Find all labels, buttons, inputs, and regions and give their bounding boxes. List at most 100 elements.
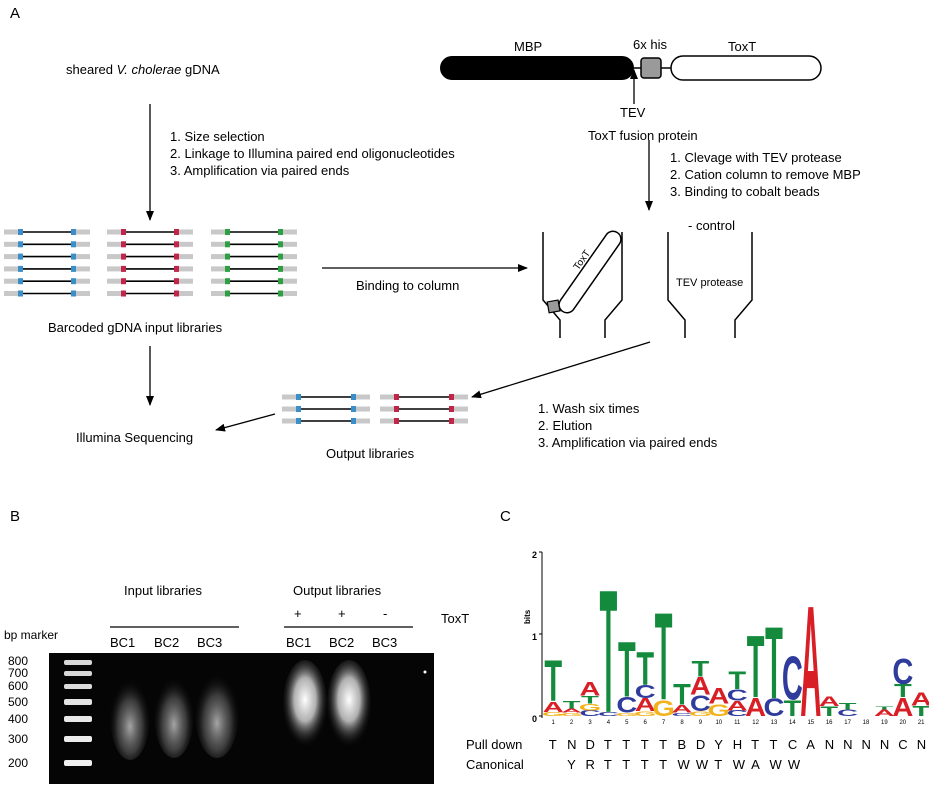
purify-steps: 1. Clevage with TEV protease 2. Cation c… — [670, 150, 861, 199]
pull-down-base: C — [898, 737, 908, 752]
his-tag — [640, 57, 662, 79]
pull-down-label: Pull down — [466, 737, 523, 752]
logo-position-label: 21 — [918, 720, 925, 726]
tev-label: TEV — [620, 105, 646, 120]
logo-letter-C: C — [837, 708, 858, 718]
lane-label-bc3-output: BC3 — [372, 635, 398, 650]
pull-down-base: N — [824, 737, 835, 752]
logo-position-label: 18 — [863, 720, 870, 726]
logo-letter-A: A — [561, 708, 582, 714]
ladder-300: 300 — [8, 732, 29, 746]
toxt-row-label: ToxT — [441, 611, 470, 626]
logo-position-label: 17 — [844, 720, 851, 726]
pull-down-base: H — [732, 737, 743, 752]
input-library-blue-fragment — [4, 290, 90, 297]
logo-letter-C: C — [892, 651, 913, 692]
logo-letter-A: A — [708, 683, 729, 709]
logo-position-label: 19 — [881, 720, 888, 726]
logo-letter-T: T — [673, 679, 691, 711]
column-control-left-wall — [667, 232, 686, 338]
smear-bc1-input — [110, 672, 150, 760]
canonical-base: T — [603, 757, 612, 772]
logo-position-label: 14 — [789, 720, 796, 726]
logo-letter-T: T — [784, 695, 802, 721]
logo-letter-C: C — [690, 690, 711, 716]
toxt-domain — [670, 55, 822, 81]
logo-letter-T: T — [692, 656, 710, 682]
smear-bc3-input — [195, 666, 239, 758]
logo-position-label: 16 — [826, 720, 833, 726]
input-library-red-fragment — [107, 265, 193, 272]
pull-down-base: N — [843, 737, 853, 752]
input-library-blue-fragment — [4, 253, 90, 260]
logo-column-14: TC 14 — [782, 644, 803, 726]
pull-down-base: A — [806, 737, 815, 752]
mbp-label: MBP — [514, 39, 543, 54]
logo-letter-A: A — [727, 698, 748, 713]
logo-letter-T: T — [876, 706, 894, 711]
logo-letter-A: A — [635, 695, 656, 715]
logo-letter-C: C — [672, 712, 693, 717]
panel-a-diagram — [4, 55, 822, 432]
output-sequencing-arrow — [215, 413, 276, 432]
input-library-green-fragment — [211, 241, 297, 248]
toxt-sign-bc2: + — [338, 606, 346, 621]
logo-letter-C: C — [580, 709, 601, 718]
logo-letter-C: C — [616, 692, 637, 718]
output-libraries-label: Output libraries — [326, 446, 415, 461]
logo-letter-T: T — [581, 693, 599, 706]
logo-letter-A: A — [892, 692, 913, 721]
toxt-sign-bc1: + — [294, 606, 302, 621]
column-control-right-wall — [734, 232, 753, 338]
logo-letter-G: G — [616, 712, 639, 717]
input-library-blue-fragment — [4, 265, 90, 272]
input-library-blue-fragment — [4, 241, 90, 248]
input-library-green-fragment — [211, 253, 297, 260]
canonical-base: T — [622, 757, 631, 772]
pull-down-base: N — [861, 737, 871, 752]
pull-down-base: N — [567, 737, 577, 752]
logo-letter-A: A — [911, 690, 929, 710]
column-his-tag — [546, 299, 561, 314]
ladder-600: 600 — [8, 679, 29, 693]
logo-letter-A: A — [690, 673, 711, 701]
logo-y-tick-0: 0 — [532, 714, 538, 724]
pull-down-base: N — [879, 737, 890, 752]
output-library-blue-fragment — [282, 406, 370, 412]
column-toxt-left-wall — [542, 232, 561, 338]
panel-a-label: A — [10, 5, 21, 22]
logo-letter-T: T — [839, 701, 857, 711]
input-libraries-header: Input libraries — [124, 583, 203, 598]
ladder-200: 200 — [8, 756, 29, 770]
logo-position-label: 5 — [625, 720, 629, 726]
logo-letter-C: C — [598, 711, 619, 717]
logo-column-18: 18 — [863, 720, 870, 726]
pull-down-base: D — [585, 737, 595, 752]
canonical-base: T — [659, 757, 668, 772]
logo-position-label: 9 — [699, 720, 703, 726]
pull-down-base: T — [548, 737, 557, 752]
logo-letter-C: C — [727, 709, 748, 718]
canonical-base: R — [585, 757, 595, 772]
output-library-red-fragment — [380, 406, 468, 412]
input-library-red-fragment — [107, 241, 193, 248]
logo-position-label: 6 — [644, 720, 648, 726]
logo-y-tick-2: 2 — [532, 550, 538, 560]
control-label: - control — [688, 218, 735, 233]
logo-letter-G: G — [560, 712, 583, 717]
logo-position-label: 1 — [552, 720, 556, 726]
logo-letter-A: A — [745, 692, 766, 721]
lane-label-bc2-output: BC2 — [329, 635, 355, 650]
canonical-base: A — [751, 757, 760, 772]
logo-letter-C: C — [635, 682, 656, 702]
logo-position-label: 12 — [752, 720, 759, 726]
logo-column-15: A15 — [800, 574, 821, 751]
logo-letter-C: C — [782, 644, 803, 713]
